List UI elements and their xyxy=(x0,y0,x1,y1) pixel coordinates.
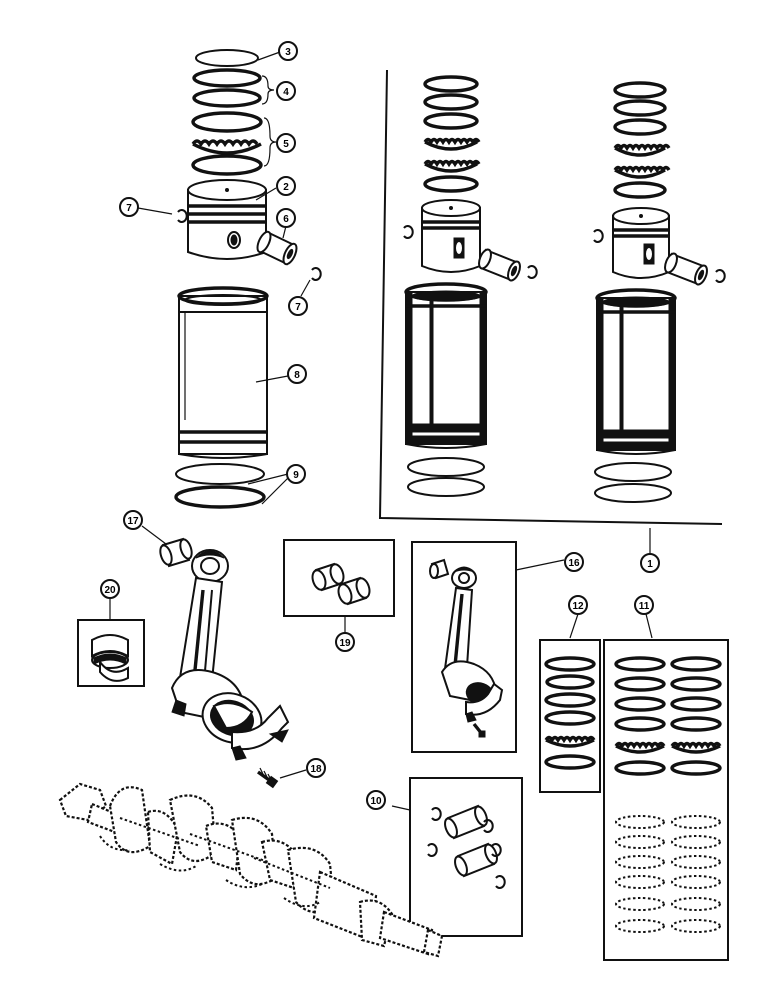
callout-label: 2 xyxy=(283,182,289,193)
callout-12: 12 xyxy=(568,595,588,615)
callout-9: 9 xyxy=(286,464,306,484)
callout-label: 5 xyxy=(283,139,289,150)
callout-2: 2 xyxy=(276,176,296,196)
kit-piston-set-b xyxy=(593,81,726,503)
callout-10: 10 xyxy=(366,790,386,810)
piston-pin xyxy=(256,230,298,266)
callout-label: 8 xyxy=(294,370,300,381)
callout-label: 6 xyxy=(283,214,289,225)
callout-label: 3 xyxy=(285,47,291,58)
box-rod-16 xyxy=(411,541,517,753)
piston xyxy=(187,179,267,260)
rod-bolt xyxy=(257,767,279,789)
kit-frame xyxy=(378,69,723,525)
callout-label: 4 xyxy=(283,87,289,98)
oil-ring xyxy=(191,139,262,155)
callout-label: 12 xyxy=(572,601,584,612)
callout-label: 9 xyxy=(293,470,299,481)
pin-retainer-clip xyxy=(177,209,188,223)
box-bushing-19 xyxy=(283,539,395,617)
callout-11: 11 xyxy=(634,595,654,615)
callout-label: 7 xyxy=(126,203,132,214)
callout-18: 18 xyxy=(306,758,326,778)
crankshaft xyxy=(58,782,444,958)
callout-label: 16 xyxy=(568,558,580,569)
callout-1: 1 xyxy=(640,553,660,573)
callout-7: 7 xyxy=(288,296,308,316)
callout-label: 20 xyxy=(104,585,116,596)
ring-column xyxy=(670,656,722,776)
kit-piston-set-a xyxy=(403,75,538,497)
callout-17: 17 xyxy=(123,510,143,530)
callout-20: 20 xyxy=(100,579,120,599)
ring-column xyxy=(615,815,665,933)
box-bearing-20 xyxy=(77,619,145,687)
box-ring-sets-11 xyxy=(603,639,729,961)
callout-label: 10 xyxy=(370,796,382,807)
callout-3: 3 xyxy=(278,41,298,61)
callout-5: 5 xyxy=(276,133,296,153)
ring-column xyxy=(614,656,666,776)
callout-7: 7 xyxy=(119,197,139,217)
callout-label: 7 xyxy=(295,302,301,313)
callout-label: 17 xyxy=(127,516,139,527)
callout-label: 18 xyxy=(310,764,322,775)
pin-retainer-clip xyxy=(311,267,322,281)
callout-label: 19 xyxy=(339,638,351,649)
ring-column xyxy=(671,815,721,933)
callout-6: 6 xyxy=(276,208,296,228)
oil-ring xyxy=(191,111,263,133)
oil-ring xyxy=(191,154,263,176)
box-pins-10 xyxy=(409,777,523,937)
callout-label: 11 xyxy=(639,601,650,612)
leader-lines xyxy=(109,51,653,811)
sleeve-seal-ring xyxy=(175,463,265,485)
cylinder-sleeve xyxy=(177,286,269,459)
sleeve-seal-ring xyxy=(174,485,266,509)
compression-ring xyxy=(192,88,262,108)
compression-ring xyxy=(192,68,262,88)
connecting-rod xyxy=(159,537,290,789)
callout-4: 4 xyxy=(276,81,296,101)
piston-crown-disc xyxy=(195,49,259,67)
callout-8: 8 xyxy=(287,364,307,384)
callout-19: 19 xyxy=(335,632,355,652)
box-ring-set-12 xyxy=(539,639,601,793)
callout-label: 1 xyxy=(647,559,653,570)
callout-16: 16 xyxy=(564,552,584,572)
left-assembly xyxy=(174,49,322,509)
